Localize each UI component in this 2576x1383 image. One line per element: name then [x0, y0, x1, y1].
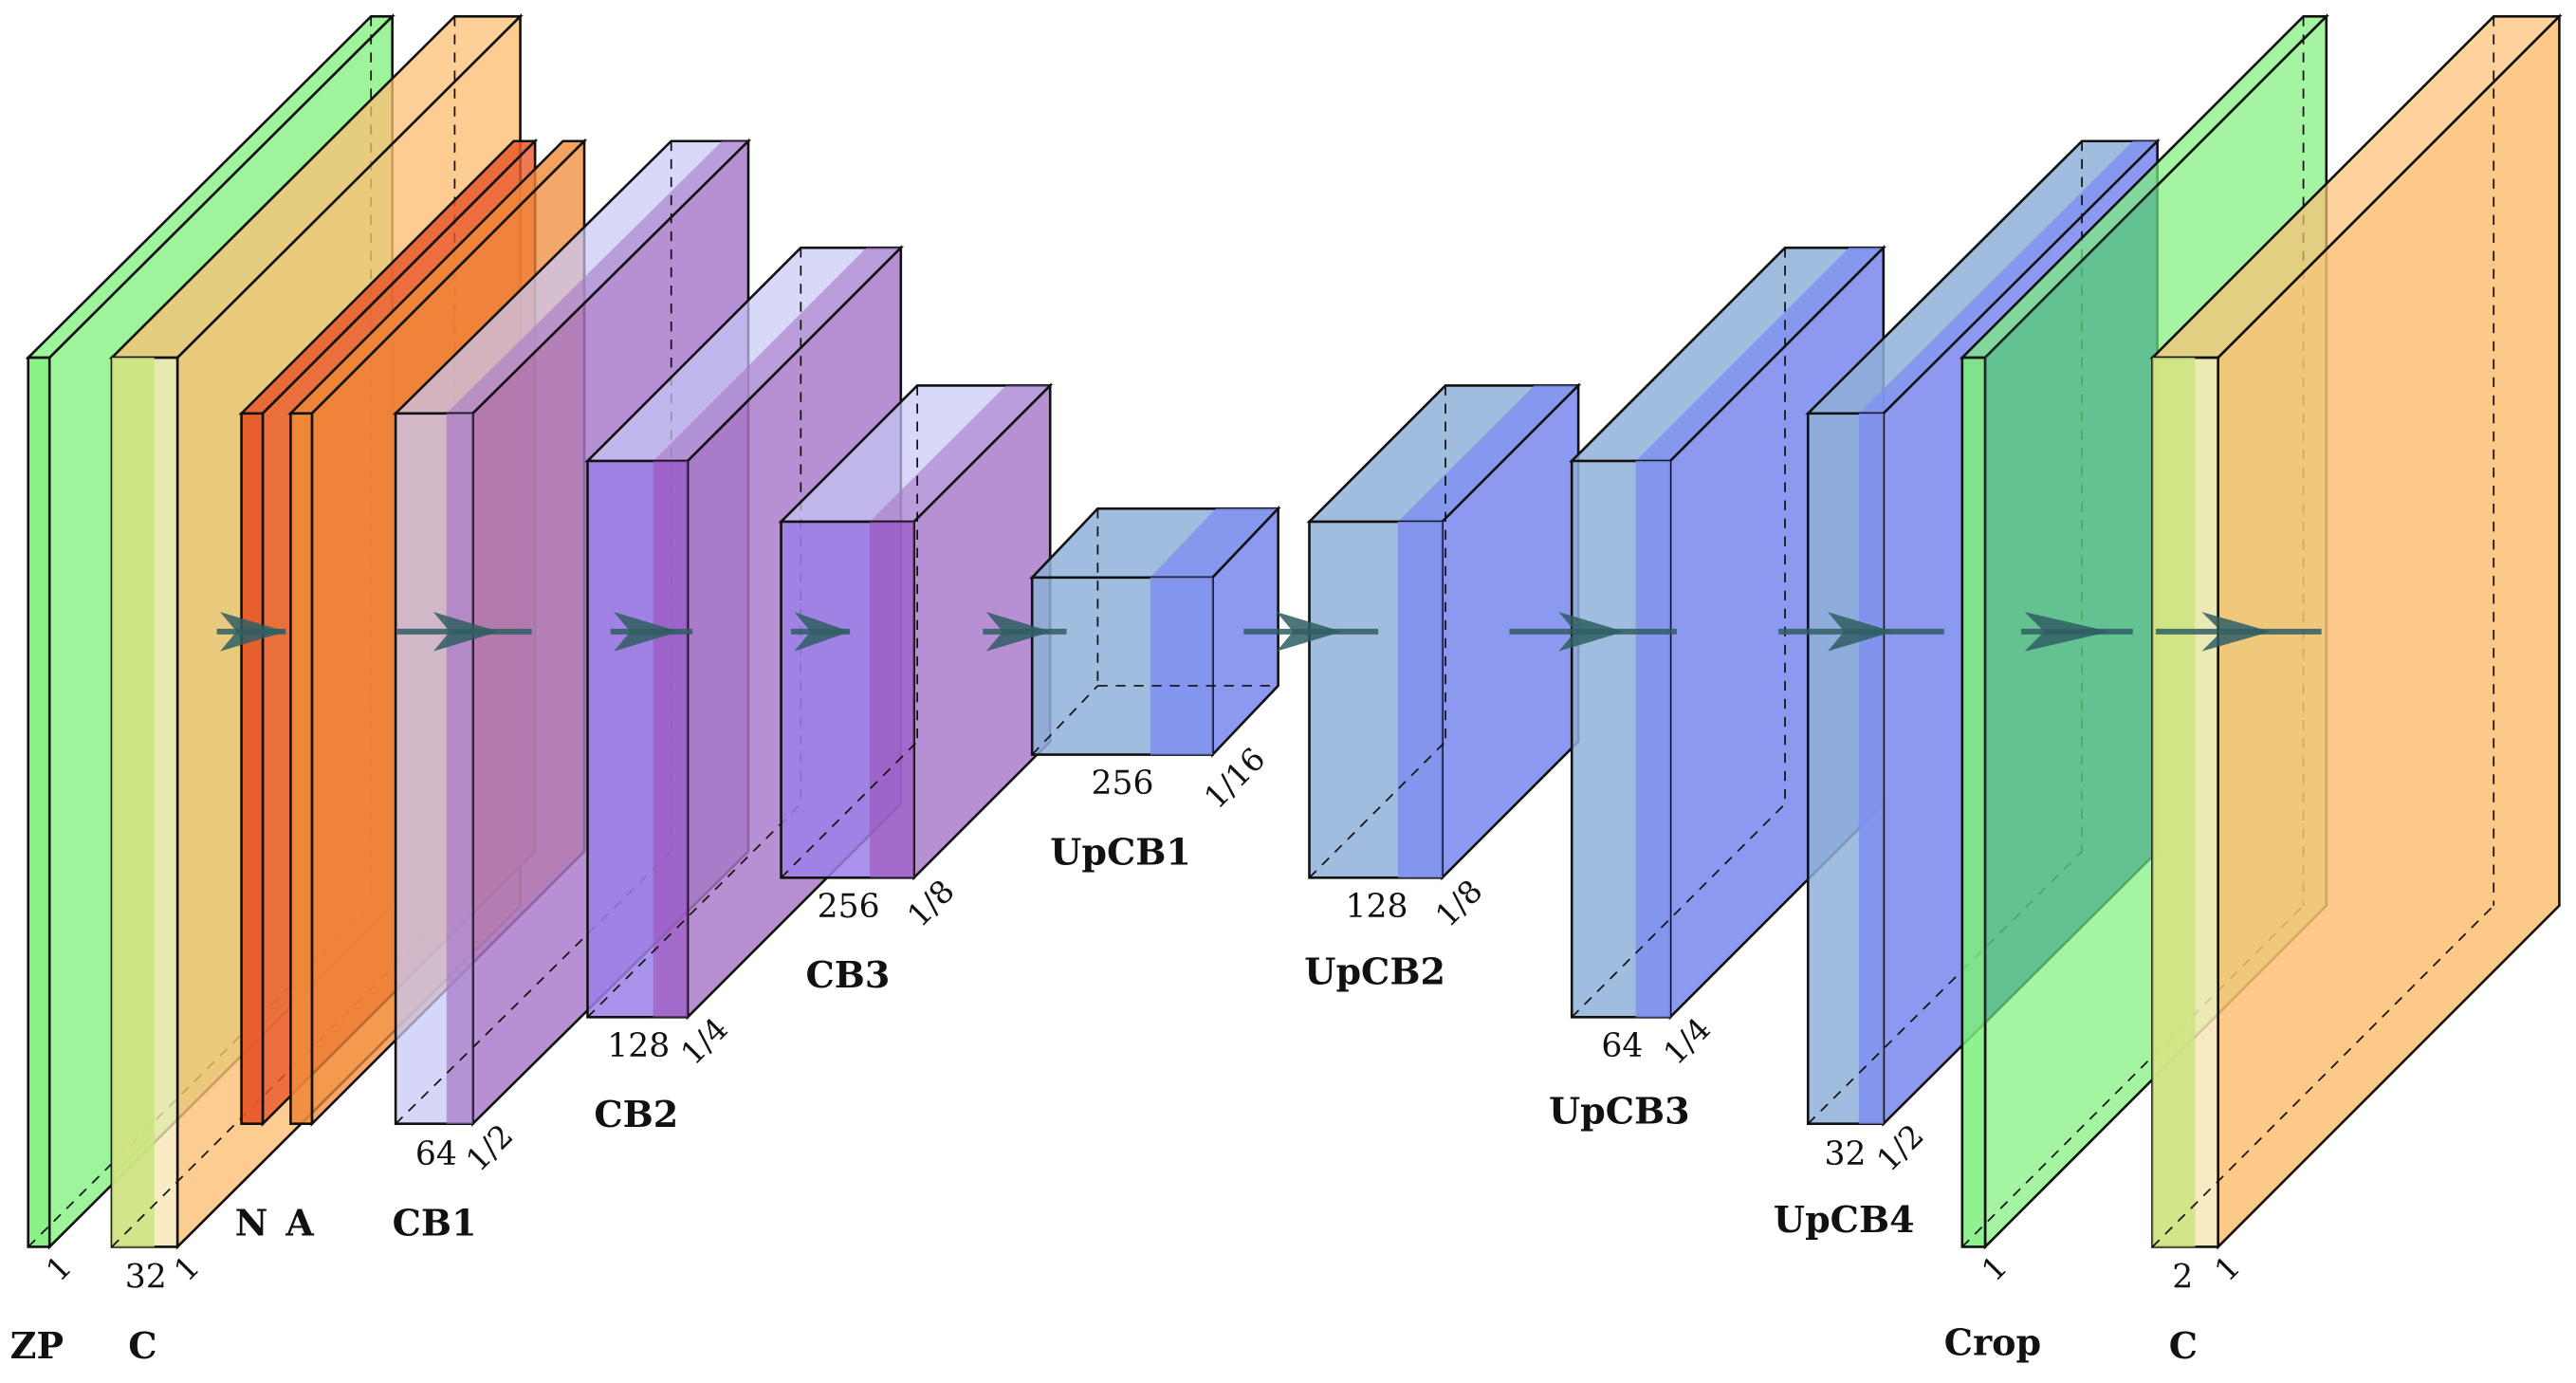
layer-label-c2: C — [2169, 1324, 2198, 1367]
layer-label-cb2: CB2 — [594, 1093, 678, 1135]
layer-label-upcb3: UpCB3 — [1549, 1090, 1690, 1133]
flow-arrow-head — [1558, 612, 1625, 652]
flow-arrow-head — [432, 612, 500, 652]
layer-c2 — [2149, 13, 2563, 1250]
dim-label-c1-size: 1 — [167, 1248, 207, 1288]
dim-label-upcb4-channels: 32 — [1825, 1135, 1867, 1173]
flow-arrow-head — [2024, 612, 2110, 652]
layer-upcb1 — [1029, 505, 1281, 758]
flow-arrow-head — [2201, 612, 2271, 652]
dim-label-cb2-size: 1/4 — [673, 1010, 735, 1072]
dim-label-cb3-size: 1/8 — [900, 873, 962, 934]
layer-label-upcb4: UpCB4 — [1774, 1198, 1915, 1241]
layer-label-cb3: CB3 — [806, 953, 891, 996]
dim-label-upcb2-channels: 128 — [1346, 888, 1408, 926]
dim-label-upcb3-size: 1/4 — [1656, 1010, 1718, 1072]
layer-label-c1: C — [128, 1324, 156, 1367]
layer-upcb2 — [1306, 382, 1582, 881]
dim-label-crop-size: 1 — [1975, 1248, 2015, 1288]
layer-label-a: A — [285, 1201, 314, 1244]
flow-arrow-head — [794, 612, 851, 652]
layer-label-crop: Crop — [1944, 1321, 2041, 1364]
flow-arrow-head — [220, 612, 286, 652]
dim-label-cb1-channels: 64 — [415, 1135, 457, 1173]
dim-label-upcb1-channels: 256 — [1091, 765, 1153, 802]
flow-arrow-head — [1828, 612, 1894, 652]
layer-label-n: N — [235, 1201, 268, 1244]
dim-label-c2-channels: 2 — [2172, 1259, 2193, 1297]
dim-label-cb3-channels: 256 — [818, 888, 880, 926]
layer-label-upcb2: UpCB2 — [1304, 950, 1445, 993]
layer-label-upcb1: UpCB1 — [1050, 830, 1191, 873]
dim-label-upcb3-channels: 64 — [1601, 1027, 1643, 1065]
flow-arrow-head — [614, 612, 680, 652]
flow-arrow-head — [1276, 612, 1343, 652]
dim-label-upcb2-size: 1/8 — [1428, 873, 1490, 934]
layer-name-labels: ZP C N A CB1 CB2 CB3 UpCB1 UpCB2 UpCB3 U… — [10, 830, 2198, 1367]
flow-arrows — [216, 612, 2322, 652]
dim-label-cb1-size: 1/2 — [458, 1116, 520, 1178]
dim-label-zp-size: 1 — [39, 1248, 79, 1288]
dim-label-cb2-channels: 128 — [607, 1027, 670, 1065]
dim-label-c1-channels: 32 — [125, 1259, 167, 1297]
flow-arrow-head — [985, 612, 1052, 652]
layer-label-cb1: CB1 — [393, 1201, 477, 1244]
layer-cb3 — [778, 382, 1054, 881]
layer-label-zp: ZP — [10, 1324, 64, 1367]
dim-label-c2-size: 1 — [2207, 1248, 2247, 1288]
dim-label-upcb4-size: 1/2 — [1869, 1116, 1931, 1178]
